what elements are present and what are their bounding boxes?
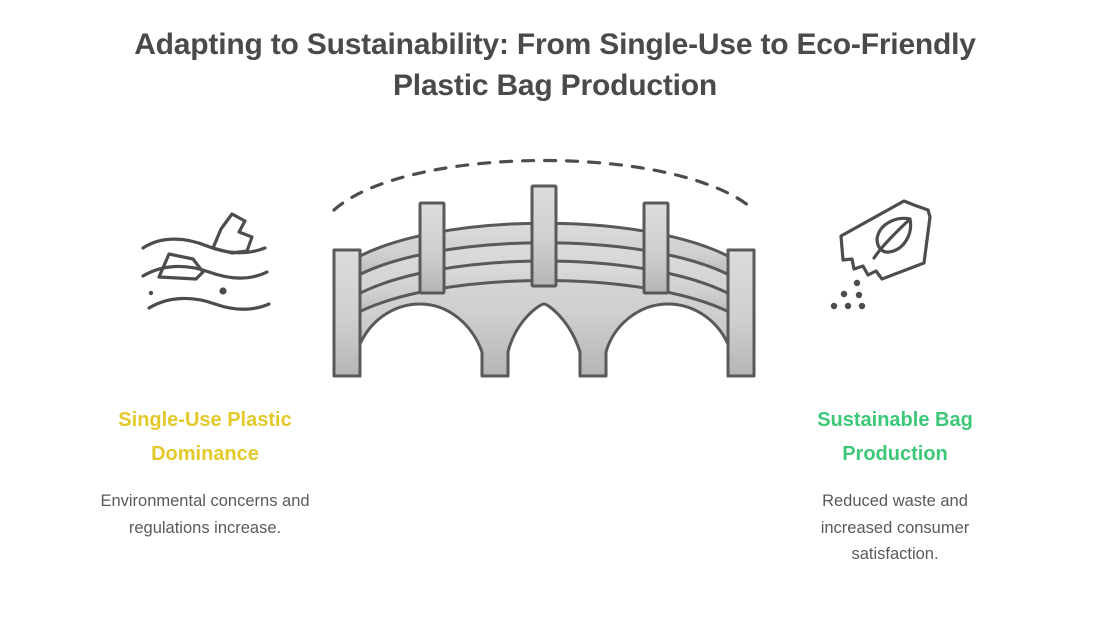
page-title: Adapting to Sustainability: From Single-… xyxy=(134,28,976,103)
plastic-waste-in-water-glyph xyxy=(141,212,271,311)
left-state-column: Single-Use Plastic Dominance Environment… xyxy=(85,195,325,541)
left-state-description: Environmental concerns and regulations i… xyxy=(100,492,310,537)
left-state-heading: Single-Use Plastic Dominance xyxy=(118,409,292,465)
bridge-post-right xyxy=(642,201,670,295)
bridge-post-center xyxy=(530,184,558,288)
plastic-waste-in-water-icon xyxy=(85,195,325,325)
dashed-transition-arc xyxy=(332,158,756,212)
right-state-description: Reduced waste and increased consumer sat… xyxy=(820,492,970,564)
eco-bag-with-leaf-icon xyxy=(775,190,1015,320)
bridge-post-left xyxy=(418,201,446,295)
eco-bag-with-leaf-glyph xyxy=(830,198,932,309)
bridge-post-right-end xyxy=(726,248,756,378)
right-state-column: Sustainable Bag Production Reduced waste… xyxy=(775,190,1015,568)
stone-bridge-illustration xyxy=(318,138,770,388)
stone-bridge-glyph xyxy=(332,158,756,378)
bridge-post-left-end xyxy=(332,248,362,378)
right-state-heading: Sustainable Bag Production xyxy=(817,409,973,465)
